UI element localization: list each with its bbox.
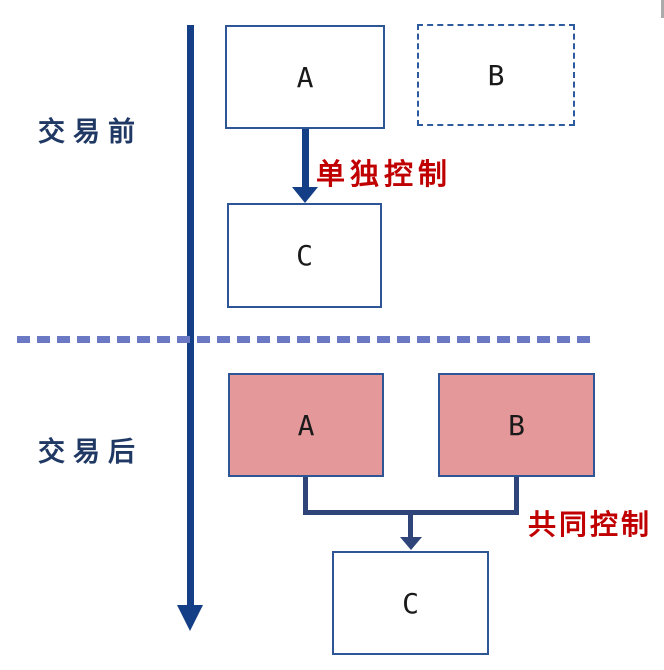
timeline-arrow-shaft bbox=[187, 25, 194, 605]
sole-control-arrow-shaft bbox=[302, 129, 309, 188]
section-divider-dashed bbox=[17, 336, 592, 343]
entity-box-a-after: A bbox=[228, 373, 384, 477]
entity-a-label: A bbox=[297, 408, 315, 442]
entity-box-a-before: A bbox=[225, 25, 385, 129]
entity-c-label: C bbox=[402, 586, 419, 620]
joint-connector-stub-a bbox=[303, 477, 308, 515]
entity-box-b-before-dashed: B bbox=[417, 24, 575, 126]
entity-a-label: A bbox=[296, 60, 314, 94]
timeline-arrow-head-icon bbox=[177, 605, 203, 631]
joint-control-label: 共同控制 bbox=[528, 508, 653, 541]
entity-c-label: C bbox=[296, 239, 313, 272]
entity-box-c-after: C bbox=[332, 551, 489, 655]
sole-control-label: 单独控制 bbox=[316, 157, 453, 191]
entity-b-label: B bbox=[508, 408, 525, 442]
entity-box-c-before: C bbox=[227, 203, 382, 308]
joint-connector-stub-b bbox=[514, 477, 519, 515]
sole-control-arrow-head-icon bbox=[292, 187, 318, 203]
joint-connector-horizontal bbox=[303, 510, 519, 515]
scrollbar-fragment bbox=[661, 0, 664, 18]
before-transaction-label: 交易前 bbox=[38, 117, 143, 148]
after-transaction-label: 交易后 bbox=[38, 437, 143, 468]
joint-control-arrow-shaft bbox=[408, 515, 413, 538]
entity-b-label: B bbox=[487, 58, 505, 92]
joint-control-arrow-head-icon bbox=[400, 537, 422, 550]
entity-box-b-after: B bbox=[438, 373, 595, 477]
